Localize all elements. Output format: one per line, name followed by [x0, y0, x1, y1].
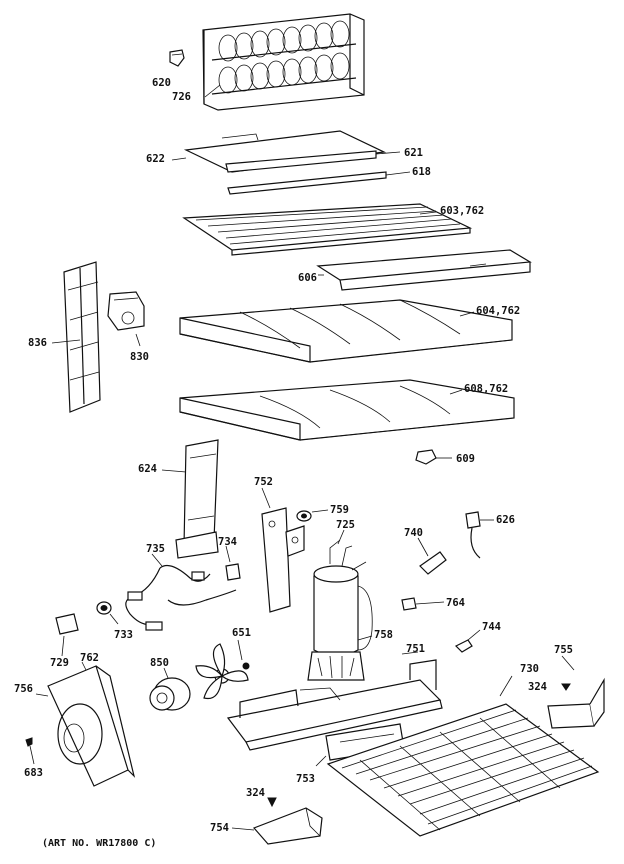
part-751-base-pan — [226, 659, 443, 751]
part-725-compressor — [313, 539, 373, 657]
label-622: 622 — [146, 153, 165, 165]
label-744: 744 — [482, 621, 501, 633]
label-734: 734 — [218, 536, 237, 548]
part-621-rail — [225, 150, 401, 173]
label-755: 755 — [554, 644, 573, 656]
part-754-bracket — [252, 807, 323, 845]
label-756: 756 — [14, 683, 33, 695]
part-324-screw-lower — [267, 797, 277, 808]
part-622-cover — [183, 130, 387, 173]
part-603-wire-shelf — [182, 203, 473, 256]
label-850: 850 — [150, 657, 169, 669]
label-751: 751 — [406, 643, 425, 655]
part-850-fan-motor — [149, 677, 191, 711]
label-730: 730 — [520, 663, 539, 675]
part-759-grommet — [296, 510, 312, 522]
part-755-bracket — [547, 677, 605, 729]
label-603-762: 603,762 — [440, 205, 484, 217]
part-651-fan-blade — [195, 643, 249, 700]
label-752: 752 — [254, 476, 273, 488]
part-651-screw — [242, 662, 250, 670]
label-754: 754 — [210, 822, 229, 834]
part-733-grommet — [96, 601, 112, 615]
label-753: 753 — [296, 773, 315, 785]
label-324-upper: 324 — [528, 681, 547, 693]
label-830: 830 — [130, 351, 149, 363]
part-734-relay — [225, 563, 241, 581]
label-758: 758 — [374, 629, 393, 641]
part-608-crisper-pan — [179, 379, 515, 441]
part-683-screw — [25, 737, 33, 747]
part-626-power-cord — [465, 511, 481, 559]
part-752-bracket — [261, 507, 305, 613]
part-604-crisper-pan — [179, 299, 513, 363]
label-324-lower: 324 — [246, 787, 265, 799]
label-608-762: 608,762 — [464, 383, 508, 395]
part-830-temperature-control — [107, 291, 145, 331]
part-324-screw-upper — [561, 683, 571, 691]
part-730-condenser — [326, 703, 600, 837]
label-624: 624 — [138, 463, 157, 475]
label-618: 618 — [412, 166, 431, 178]
art-number: (ART NO. WR17800 C) — [42, 838, 156, 849]
label-740: 740 — [404, 527, 423, 539]
label-609: 609 — [456, 453, 475, 465]
label-726: 726 — [172, 91, 191, 103]
part-729-capacitor — [55, 613, 79, 635]
part-624-air-duct — [175, 439, 219, 559]
label-733: 733 — [114, 629, 133, 641]
label-621: 621 — [404, 147, 423, 159]
part-740-clip — [419, 551, 447, 575]
part-735-wiring-harness — [125, 565, 237, 631]
part-744-clip — [454, 639, 473, 653]
label-626: 626 — [496, 514, 515, 526]
label-604-762: 604,762 — [476, 305, 520, 317]
evaporator-coil-part — [202, 13, 365, 111]
label-729: 729 — [50, 657, 69, 669]
label-759: 759 — [330, 504, 349, 516]
label-606: 606 — [298, 272, 317, 284]
label-836: 836 — [28, 337, 47, 349]
part-836-side-rail — [63, 261, 101, 413]
part-620-clip — [169, 49, 185, 67]
part-758-compressor-mount — [307, 651, 365, 681]
label-620: 620 — [152, 77, 171, 89]
label-651: 651 — [232, 627, 251, 639]
label-735: 735 — [146, 543, 165, 555]
part-609-knob — [415, 449, 437, 465]
label-762: 762 — [80, 652, 99, 664]
part-618-rod — [227, 171, 411, 195]
part-764-connector — [401, 597, 417, 611]
label-683: 683 — [24, 767, 43, 779]
part-756-fan-shroud — [47, 665, 136, 787]
label-764: 764 — [446, 597, 465, 609]
part-606-crisper-frame — [316, 249, 532, 291]
label-725: 725 — [336, 519, 355, 531]
